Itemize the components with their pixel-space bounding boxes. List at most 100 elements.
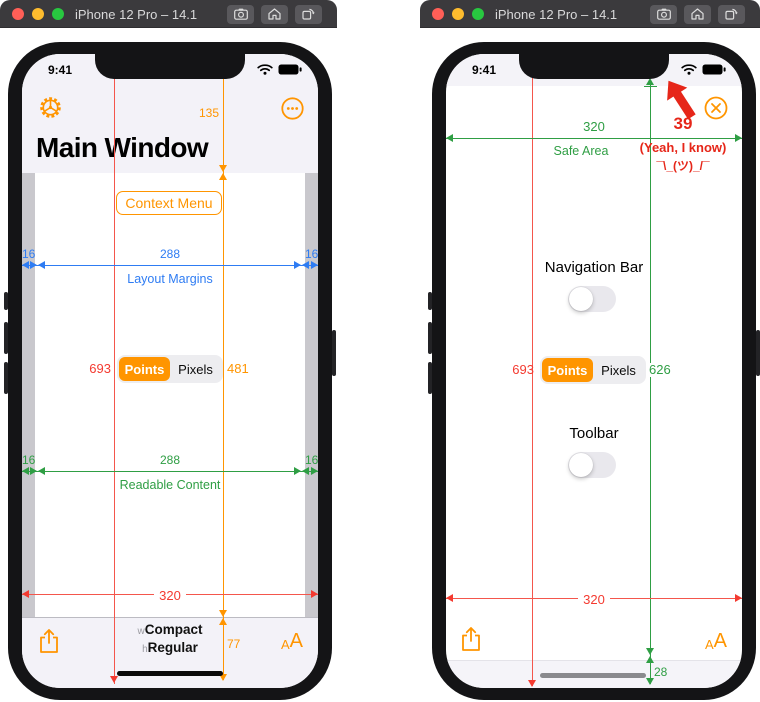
rotate-button[interactable] — [718, 4, 745, 24]
ellipsis-circle-icon — [281, 97, 304, 120]
toggle-knob — [569, 453, 593, 477]
arrowhead — [735, 134, 742, 142]
zoom-window-button[interactable] — [472, 8, 484, 20]
home-indicator[interactable] — [540, 673, 646, 678]
home-button[interactable] — [261, 4, 288, 24]
window-title: iPhone 12 Pro – 14.1 — [495, 6, 618, 22]
navigation-bar-toggle[interactable] — [568, 286, 616, 312]
volume-up-button[interactable] — [428, 322, 432, 354]
home-button[interactable] — [684, 4, 711, 24]
iphone-device-frame: Main Window Context Menu 135 16 288 16 — [8, 42, 332, 700]
margin-right-value: 16 — [305, 247, 318, 261]
minimize-window-button[interactable] — [452, 8, 464, 20]
volume-up-button[interactable] — [4, 322, 8, 354]
page-title: Main Window — [36, 132, 209, 163]
arrowhead — [446, 594, 453, 602]
status-bar-icons — [257, 64, 302, 75]
camera-icon — [656, 8, 671, 20]
power-button[interactable] — [332, 330, 336, 376]
context-menu-button[interactable]: Context Menu — [116, 191, 222, 215]
status-bar-time: 9:41 — [472, 63, 497, 77]
text-size-large-a: A — [713, 630, 727, 652]
simulator-window-titlebar[interactable]: iPhone 12 Pro – 14.1 — [0, 0, 337, 28]
battery-icon — [278, 64, 302, 75]
volume-down-button[interactable] — [4, 362, 8, 394]
size-class-readout: wCompact hRegular — [22, 622, 318, 658]
toolbar-toggle[interactable] — [568, 452, 616, 478]
arrowhead — [38, 467, 45, 475]
arrowhead — [30, 261, 37, 269]
home-icon — [268, 8, 281, 20]
battery-icon — [702, 64, 726, 75]
home-indicator[interactable] — [117, 671, 223, 676]
measure-line-red-vertical — [532, 72, 533, 686]
measure-line-green-vertical — [650, 80, 651, 684]
width-value-wrap: 320 — [22, 587, 318, 605]
share-button[interactable] — [459, 626, 483, 657]
close-window-button[interactable] — [432, 8, 444, 20]
settings-button[interactable] — [38, 95, 63, 125]
annotation-value: 39 — [673, 114, 693, 133]
status-bar-time: 9:41 — [48, 63, 73, 77]
w-key: w — [137, 626, 145, 637]
annotation-note: (Yeah, I know) — [639, 140, 727, 155]
rotate-button[interactable] — [295, 4, 322, 24]
notch — [95, 54, 245, 79]
red-arrow-icon — [667, 80, 696, 120]
mute-switch[interactable] — [4, 292, 8, 310]
measure-value-28: 28 — [654, 665, 668, 679]
arrowhead — [311, 467, 318, 475]
rotate-icon — [302, 8, 315, 20]
arrowhead — [22, 261, 29, 269]
close-icon — [704, 96, 728, 120]
zoom-window-button[interactable] — [52, 8, 64, 20]
arrowhead — [22, 467, 29, 475]
text-size-small-a: A — [280, 637, 290, 652]
mute-switch[interactable] — [428, 292, 432, 310]
layout-margins-label: Layout Margins — [127, 272, 213, 286]
measure-line-red-vertical — [114, 72, 115, 684]
share-icon — [40, 629, 58, 653]
screenshot-button[interactable] — [650, 4, 677, 24]
annotation-arrow — [658, 76, 704, 129]
segment-pixels[interactable]: Pixels — [178, 361, 213, 377]
volume-down-button[interactable] — [428, 362, 432, 394]
iphone-device-frame-2: 320 Safe Area 39 (Yeah, I know) ¯\_(ツ)_/… — [432, 42, 756, 700]
minimize-window-button[interactable] — [32, 8, 44, 20]
arrowhead — [646, 78, 654, 85]
measure-line-orange-vertical — [223, 72, 224, 680]
units-segmented-control: Points Pixels — [117, 355, 223, 383]
iphone-screen: 320 Safe Area 39 (Yeah, I know) ¯\_(ツ)_/… — [446, 54, 742, 688]
arrowhead — [110, 676, 118, 683]
arrowhead — [311, 261, 318, 269]
iphone-screen: Main Window Context Menu 135 16 288 16 — [22, 54, 318, 688]
camera-icon — [233, 8, 248, 20]
arrowhead — [219, 618, 227, 625]
simulator-window-titlebar-2[interactable]: iPhone 12 Pro – 14.1 — [420, 0, 760, 28]
margin-width-value: 288 — [159, 247, 181, 261]
close-button[interactable] — [704, 96, 728, 125]
readable-width-value: 288 — [159, 453, 181, 467]
share-button[interactable] — [37, 628, 61, 659]
power-button[interactable] — [756, 330, 760, 376]
toggle-knob — [569, 287, 593, 311]
left-edge-strip — [22, 173, 35, 618]
arrowhead — [219, 173, 227, 180]
width-value-wrap: 320 — [446, 591, 742, 609]
units-segmented-control: Points Pixels — [540, 356, 646, 384]
h-key: h — [142, 644, 148, 655]
screenshot-button[interactable] — [227, 4, 254, 24]
readable-content-label: Readable Content — [119, 478, 221, 492]
close-window-button[interactable] — [12, 8, 24, 20]
segment-points[interactable]: Points — [119, 357, 170, 381]
more-menu-button[interactable] — [281, 97, 304, 125]
segment-pixels[interactable]: Pixels — [601, 362, 636, 378]
arrowhead — [219, 674, 227, 681]
window-title: iPhone 12 Pro – 14.1 — [75, 6, 198, 22]
arrowhead — [38, 261, 45, 269]
segment-points[interactable]: Points — [542, 358, 593, 382]
traffic-lights — [420, 8, 484, 20]
